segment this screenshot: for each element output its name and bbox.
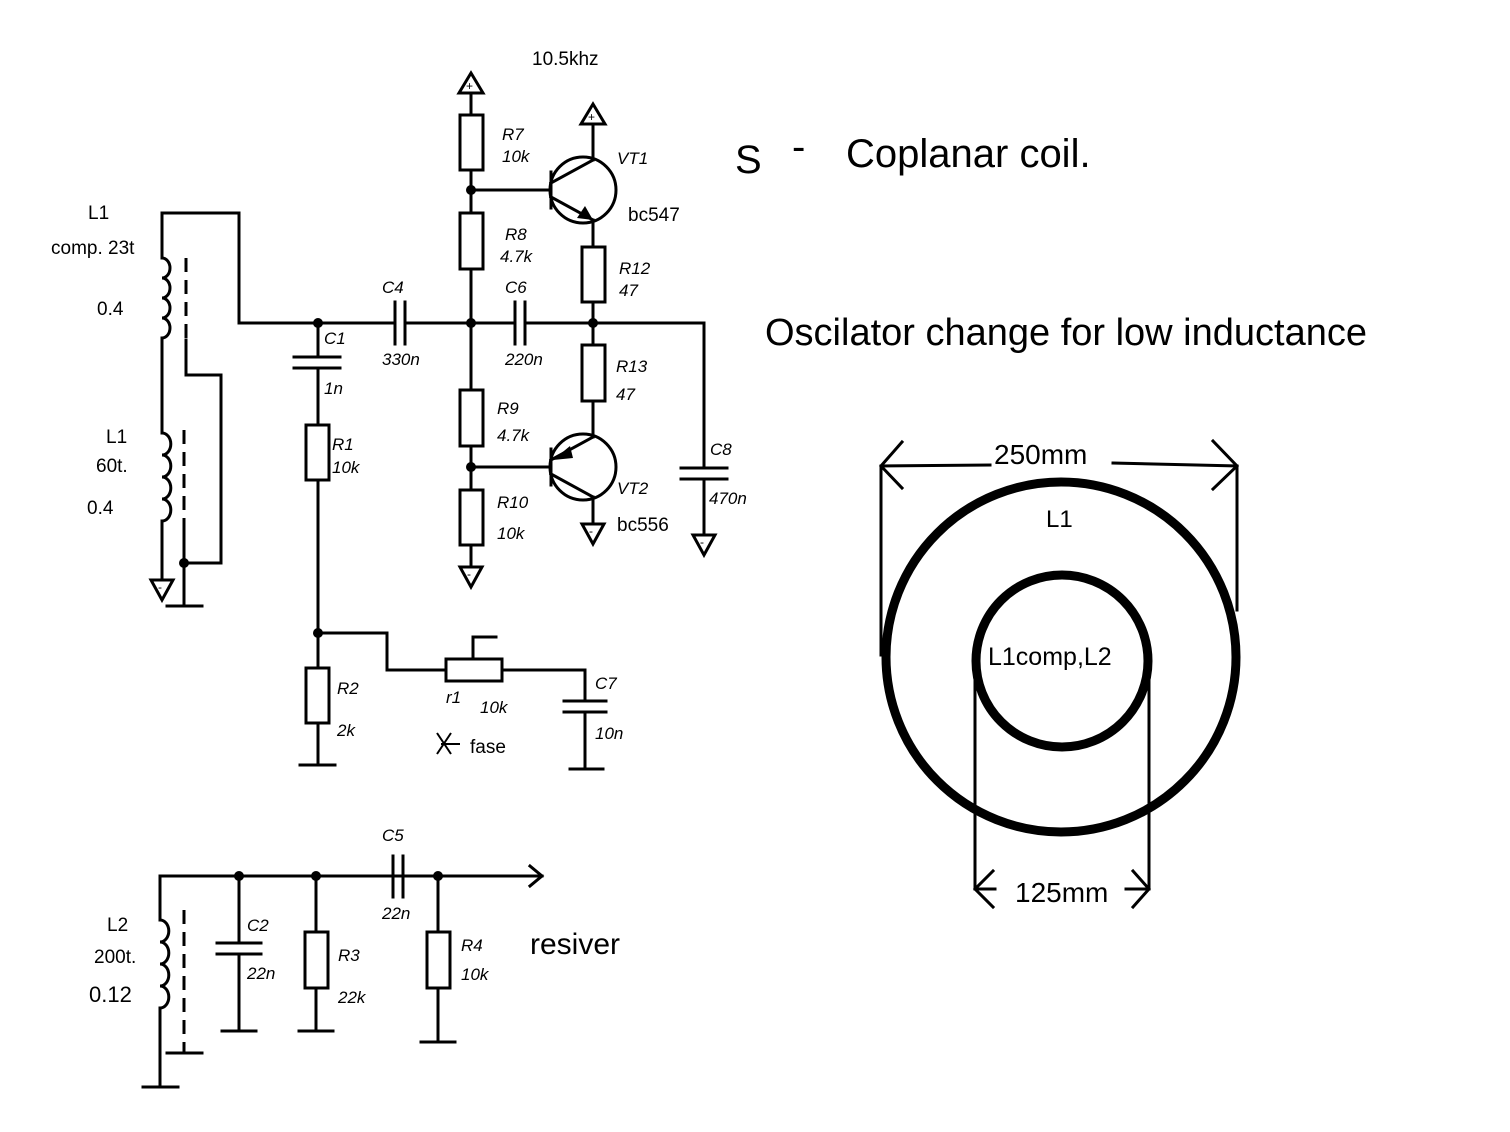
c1-capacitor [292, 318, 342, 427]
vt1-part: bc547 [628, 205, 680, 226]
c2-value: 22n [246, 964, 275, 983]
coil-type-title: Coplanar coil. [846, 132, 1091, 176]
l2-name: L2 [107, 915, 128, 936]
c8-capacitor: - [591, 321, 729, 559]
r1-resistor [304, 423, 331, 670]
r1-value: 10k [332, 458, 361, 477]
r10-value: 10k [497, 524, 526, 543]
plus-supply-2: + [578, 101, 608, 162]
c6-ref: C6 [505, 278, 527, 297]
c4-capacitor [316, 300, 473, 346]
c6-capacitor [469, 300, 596, 346]
phase-potentiometer[interactable] [316, 631, 587, 683]
c2-capacitor [215, 871, 263, 1033]
r12-ref: R12 [619, 259, 651, 278]
l1-main-name: L1 [106, 427, 127, 448]
c4-value: 330n [382, 350, 420, 369]
vt2-ref: VT2 [617, 479, 649, 498]
output-label: resiver [530, 928, 620, 961]
svg-text:-: - [700, 535, 704, 549]
vt2-transistor: - [469, 432, 618, 548]
inner-coil-label: L1comp,L2 [988, 643, 1112, 671]
r2-value: 2k [336, 721, 356, 740]
c7-ref: C7 [595, 674, 617, 693]
r9-ref: R9 [497, 399, 519, 418]
l1-comp-coil [160, 211, 320, 340]
l2-turns: 200t. [94, 947, 136, 968]
l1-main-wire: 0.4 [87, 498, 114, 519]
r13-value: 47 [616, 385, 635, 404]
r8-resistor [458, 211, 485, 392]
outer-diameter-dimension [878, 438, 1240, 657]
r12-resistor [580, 245, 607, 347]
pot-ref: r1 [446, 688, 461, 707]
r4-resistor [419, 871, 457, 1044]
r9-resistor [458, 388, 485, 492]
outer-coil-label: L1 [1046, 506, 1073, 533]
vt2-part: bc556 [617, 515, 669, 536]
trim-icon [436, 732, 460, 755]
r8-ref: R8 [505, 225, 527, 244]
c5-value: 22n [381, 904, 410, 923]
l1-main-turns: 60t. [96, 456, 128, 477]
frequency-label: 10.5khz [532, 49, 599, 70]
r12-value: 47 [619, 281, 638, 300]
l1-comp-turns: comp. 23t [51, 238, 135, 259]
r3-value: 22k [337, 988, 367, 1007]
r8-value: 4.7k [500, 247, 534, 266]
inner-diameter-dimension [972, 668, 1152, 910]
pot-note: fase [470, 737, 506, 758]
r4-ref: R4 [461, 936, 483, 955]
outer-diameter-label: 250mm [994, 439, 1087, 470]
oscillator-note: Oscilator change for low inductance [765, 312, 1367, 354]
r10-resistor: - [457, 488, 485, 591]
c7-value: 10n [595, 724, 623, 743]
l2-wire: 0.12 [89, 982, 132, 1007]
ground-minus-symbol: - [148, 578, 176, 604]
r3-ref: R3 [338, 946, 360, 965]
outer-coil-l1 [881, 477, 1241, 837]
r1-ref: R1 [332, 435, 354, 454]
c5-ref: C5 [382, 826, 404, 845]
coil-type-symbol: S [735, 138, 762, 182]
r4-value: 10k [461, 965, 490, 984]
r7-value: 10k [502, 147, 531, 166]
c1-value: 1n [324, 379, 343, 398]
inner-coil-l1comp-l2 [971, 570, 1153, 752]
r7-ref: R7 [502, 125, 524, 144]
l2-coil [141, 874, 440, 1089]
plus-supply-1: + [456, 70, 486, 117]
l1-comp-wire: 0.4 [97, 299, 124, 320]
svg-text:-: - [467, 567, 471, 581]
c5-capacitor [391, 854, 438, 899]
vt1-ref: VT1 [617, 149, 648, 168]
r9-value: 4.7k [497, 426, 531, 445]
svg-text:-: - [158, 580, 162, 594]
svg-text:+: + [466, 79, 473, 93]
output-arrow-icon [436, 863, 545, 889]
r2-ref: R2 [337, 679, 359, 698]
c4-ref: C4 [382, 278, 404, 297]
r3-resistor [297, 871, 335, 1033]
vt1-transistor [469, 155, 618, 249]
c7-capacitor [562, 668, 608, 771]
c1-ref: C1 [324, 329, 346, 348]
r13-ref: R13 [616, 357, 648, 376]
l1-main-coil [160, 336, 223, 608]
c8-ref: C8 [710, 440, 732, 459]
r7-resistor [458, 113, 485, 215]
svg-text:-: - [589, 524, 593, 538]
r10-ref: R10 [497, 493, 529, 512]
c2-ref: C2 [247, 916, 269, 935]
r13-resistor [580, 343, 607, 439]
pot-value: 10k [480, 698, 509, 717]
coil-type-dash: - [792, 125, 805, 169]
inner-diameter-label: 125mm [1015, 877, 1108, 908]
svg-text:+: + [588, 110, 595, 124]
l1-comp-name: L1 [88, 203, 109, 224]
r2-resistor [298, 666, 337, 767]
c8-value: 470n [709, 489, 747, 508]
c6-value: 220n [504, 350, 543, 369]
